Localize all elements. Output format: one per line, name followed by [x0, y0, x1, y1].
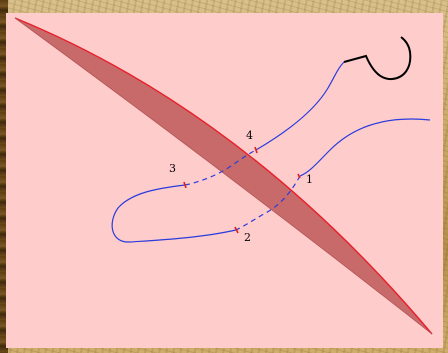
label-3: 3 — [169, 162, 176, 175]
marker-3 — [183, 181, 187, 189]
curve-segment-right — [299, 118, 431, 177]
slanted-surface — [15, 18, 432, 334]
diagram-canvas: 1 2 3 4 — [6, 13, 443, 348]
curve-segment-up — [255, 61, 345, 151]
dark-wood-strip — [0, 0, 8, 353]
surface-edge-bottom — [14, 17, 433, 335]
marker-2 — [234, 226, 239, 234]
curve-hidden-1-to-2 — [235, 175, 301, 231]
diagram-svg: 1 2 3 4 — [14, 17, 433, 335]
curve-loop-2-to-3 — [111, 184, 237, 243]
label-1: 1 — [306, 173, 313, 186]
marker-1 — [297, 173, 301, 179]
curve-hidden-3-to-4 — [184, 149, 257, 186]
marker-4 — [254, 146, 258, 154]
label-4: 4 — [246, 129, 253, 142]
label-2: 2 — [244, 231, 251, 244]
surface-edge-top — [14, 17, 433, 335]
hook-shape — [343, 36, 412, 81]
